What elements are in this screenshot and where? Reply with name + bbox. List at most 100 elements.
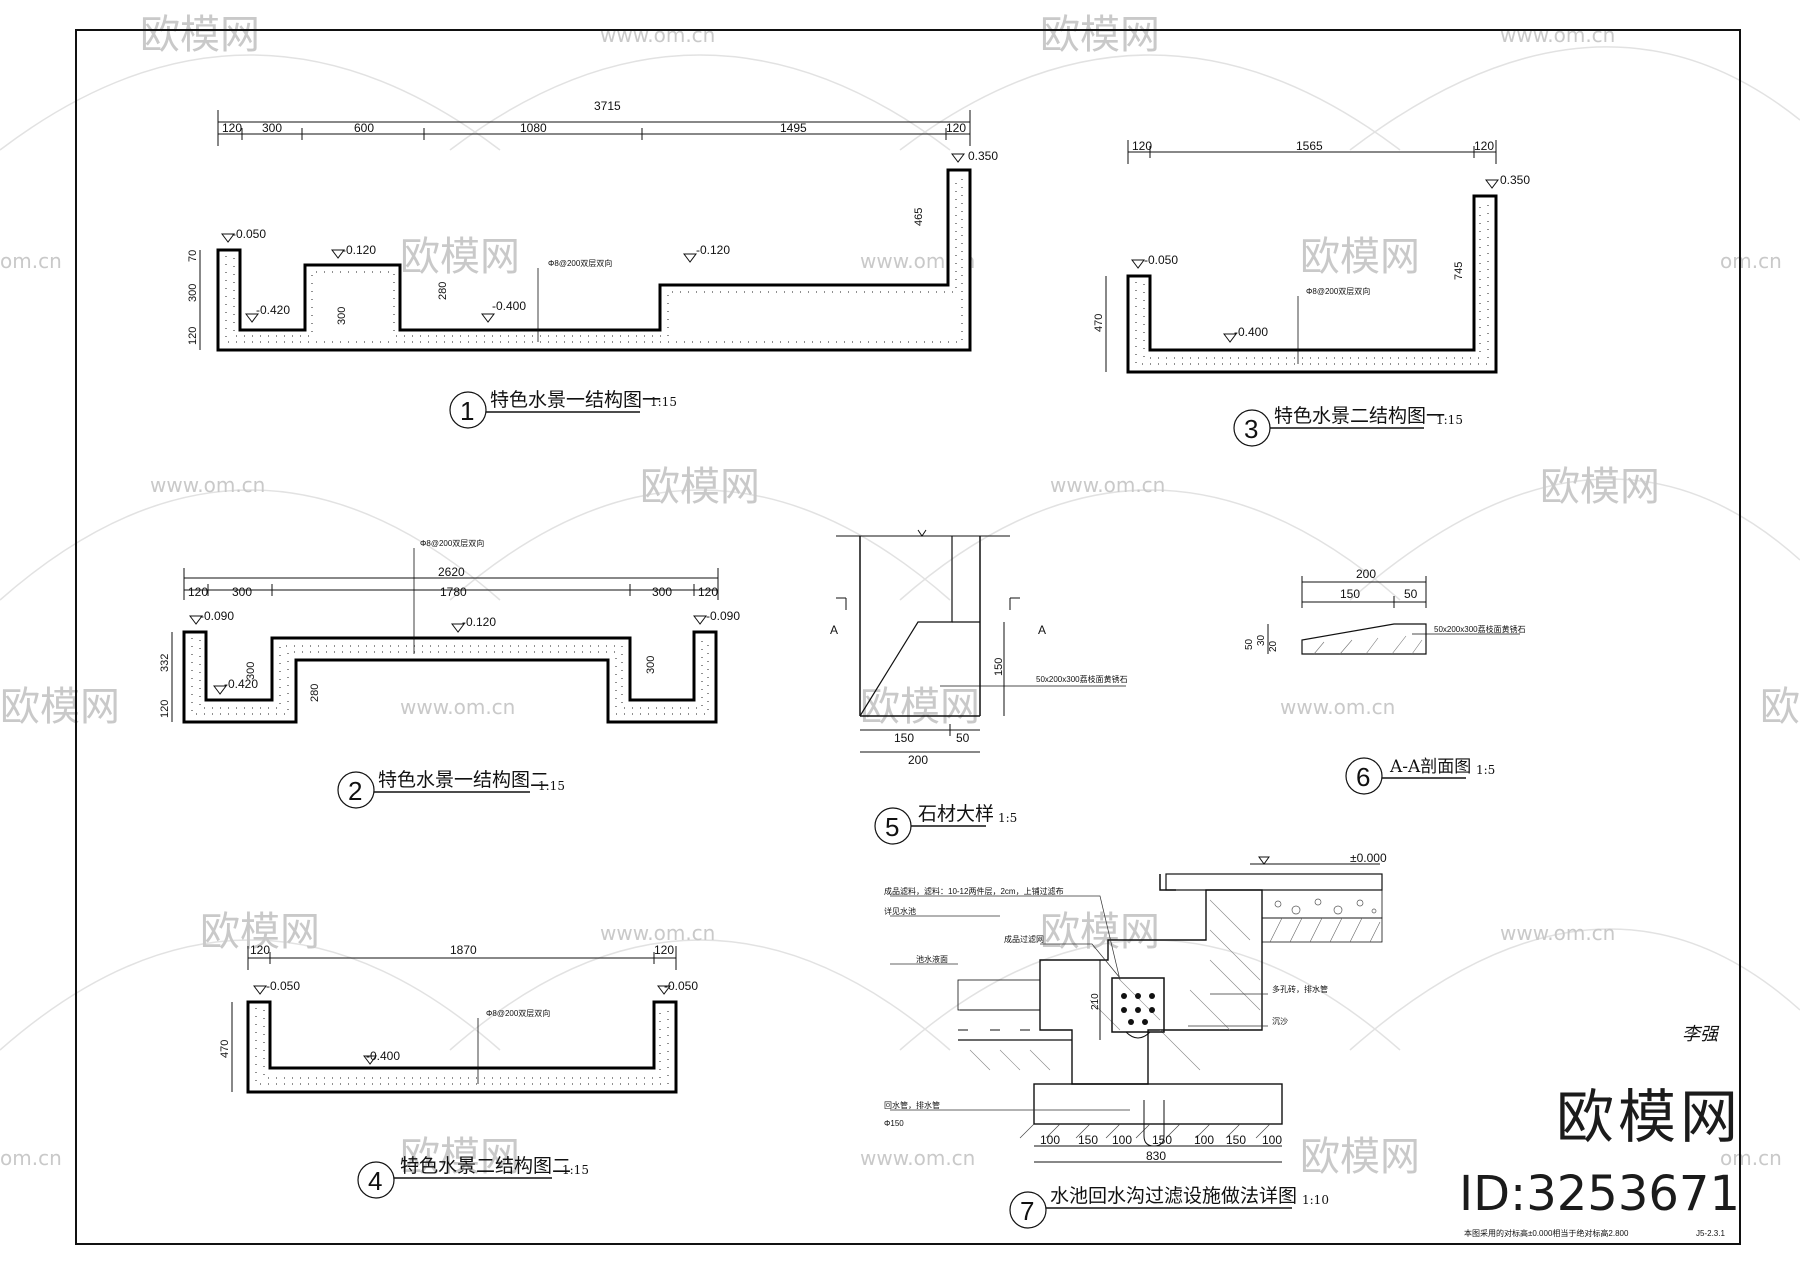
detail-number-badge	[1009, 1191, 1047, 1229]
dim-label: 50	[1404, 587, 1418, 601]
detail-number: 6	[1356, 762, 1370, 792]
elevation-label: -0.050	[266, 979, 300, 993]
elevation-label: -0.420	[256, 303, 290, 317]
elevation-label: -0.090	[200, 609, 234, 623]
sheet-number: J5-2.3.1	[1696, 1229, 1725, 1238]
dim-label: 100	[1040, 1133, 1060, 1147]
watermark-brand: 欧模网	[140, 12, 260, 58]
watermark-url: www.om.cn	[1500, 921, 1615, 945]
dim-label: 1780	[440, 585, 467, 599]
watermark-brand: 欧模网	[640, 464, 760, 510]
watermark-brand: 欧模网	[400, 234, 520, 280]
watermark-url: om.cn	[0, 1146, 62, 1170]
dim-label: 50	[956, 731, 970, 745]
dim-label: 300	[262, 121, 282, 135]
dim-label: 120	[946, 121, 966, 135]
watermark-url: www.om.cn	[860, 1146, 975, 1170]
dim-label: 150	[1226, 1133, 1246, 1147]
elevation-label: ±0.000	[1350, 851, 1387, 865]
detail-number: 4	[368, 1166, 382, 1196]
elevation-label: -0.050	[664, 979, 698, 993]
detail-title: 水池回水沟过滤设施做法详图	[1050, 1185, 1297, 1207]
dim-label: 1565	[1296, 139, 1323, 153]
watermark-brand: 欧模网	[1760, 684, 1800, 730]
dim-label: 100	[1194, 1133, 1214, 1147]
watermark-model-id: ID:3253671	[1458, 1166, 1740, 1222]
watermark-layer: 欧模网 欧模网 欧模网 欧模网 欧模网 欧模网 欧模网 欧模网 欧模网 欧模网 …	[0, 12, 1800, 1180]
elevation-label: -0.400	[366, 1049, 400, 1063]
annotation: Φ150	[884, 1119, 904, 1128]
dim-label: 150	[1340, 587, 1360, 601]
concrete-structure	[1039, 889, 1263, 1085]
dim-label: 280	[309, 684, 321, 702]
detail-5-section: A A 150 150 50 200 50x200x300荔枝面黄锈石 5 石材…	[830, 529, 1128, 845]
dim-label: 745	[1453, 262, 1465, 280]
dim-label: 1495	[780, 121, 807, 135]
elevation-label: -0.050	[1144, 253, 1178, 267]
dim-label: 100	[1112, 1133, 1132, 1147]
elevation-label: -0.400	[492, 299, 526, 313]
watermark-brand: 欧模网	[1040, 909, 1160, 955]
watermark-brand: 欧模网	[1040, 12, 1160, 58]
detail-scale: 1:15	[1436, 413, 1463, 427]
detail-number-badge	[1345, 757, 1383, 795]
rebar-note: Φ8@200双层双向	[420, 538, 484, 548]
watermark-url: www.om.cn	[400, 695, 515, 719]
annotation: 沉沙	[1272, 1017, 1288, 1026]
material-note: 50x200x300荔枝面黄锈石	[1434, 624, 1526, 634]
rebar-note: Φ8@200双层双向	[548, 258, 612, 268]
detail-scale: 1:15	[562, 1163, 589, 1177]
dim-label: 20	[1268, 640, 1279, 652]
elevation-label: -0.400	[1234, 325, 1268, 339]
rebar-dots	[1143, 204, 1481, 359]
dim-label: 300	[652, 585, 672, 599]
rebar-note: Φ8@200双层双向	[486, 1008, 550, 1018]
pool-wall-outline	[216, 168, 972, 352]
detail-number: 5	[885, 812, 899, 842]
dim-label: 100	[1262, 1133, 1282, 1147]
dim-label: 50	[1244, 638, 1255, 650]
material-note: 50x200x300荔枝面黄锈石	[1036, 674, 1128, 684]
detail-4-section: 120 1870 120 -0.050 -0.050 -0.400 470 Φ8…	[219, 943, 698, 1199]
detail-number: 2	[348, 776, 362, 806]
pool-wall-outline	[182, 630, 718, 724]
elevation-markers	[221, 153, 965, 323]
dim-label: 1080	[520, 121, 547, 135]
dim-label: 470	[219, 1040, 231, 1058]
dim-label: 150	[993, 658, 1005, 676]
elevation-label: -0.120	[342, 243, 376, 257]
watermark-url: om.cn	[1720, 249, 1782, 273]
dim-label: 150	[1078, 1133, 1098, 1147]
dim-label: 120	[698, 585, 718, 599]
annotation: 详见水池	[884, 906, 916, 916]
dim-label: 300	[245, 662, 257, 680]
rebar-note: Φ8@200双层双向	[1306, 286, 1370, 296]
detail-number-badge	[357, 1161, 395, 1199]
detail-title: 特色水景一结构图二	[378, 769, 549, 791]
watermark-brand: 欧模网	[1300, 1134, 1420, 1180]
dim-label: 200	[1356, 567, 1376, 581]
watermark-url: om.cn	[1720, 1146, 1782, 1170]
watermark-brand: 欧模网	[1540, 464, 1660, 510]
watermark-brand: 欧模网	[0, 684, 120, 730]
dim-label: 300	[336, 307, 348, 325]
dim-label: 600	[354, 121, 374, 135]
detail-number: 7	[1020, 1196, 1034, 1226]
rebar-dots	[225, 176, 963, 343]
dim-label: 120	[654, 943, 674, 957]
detail-number-badge	[449, 391, 487, 429]
dim-label: 280	[437, 282, 449, 300]
watermark-brand: 欧模网	[1300, 234, 1420, 280]
dim-label: 120	[222, 121, 242, 135]
annotation: 池水液面	[916, 954, 948, 964]
gravel-pattern	[1274, 898, 1377, 915]
detail-title: 石材大样	[918, 803, 994, 825]
dim-label: 465	[913, 208, 925, 226]
dim-label: 2620	[438, 565, 465, 579]
watermark-brand-logos: 欧模网 欧模网 欧模网 欧模网 欧模网 欧模网 欧模网 欧模网 欧模网 欧模网 …	[0, 12, 1800, 1180]
detail-number: 1	[460, 396, 474, 426]
annotation: 多孔砖，排水管	[1272, 984, 1328, 994]
detail-number: 3	[1244, 414, 1258, 444]
watermark-url: www.om.cn	[1500, 23, 1615, 47]
